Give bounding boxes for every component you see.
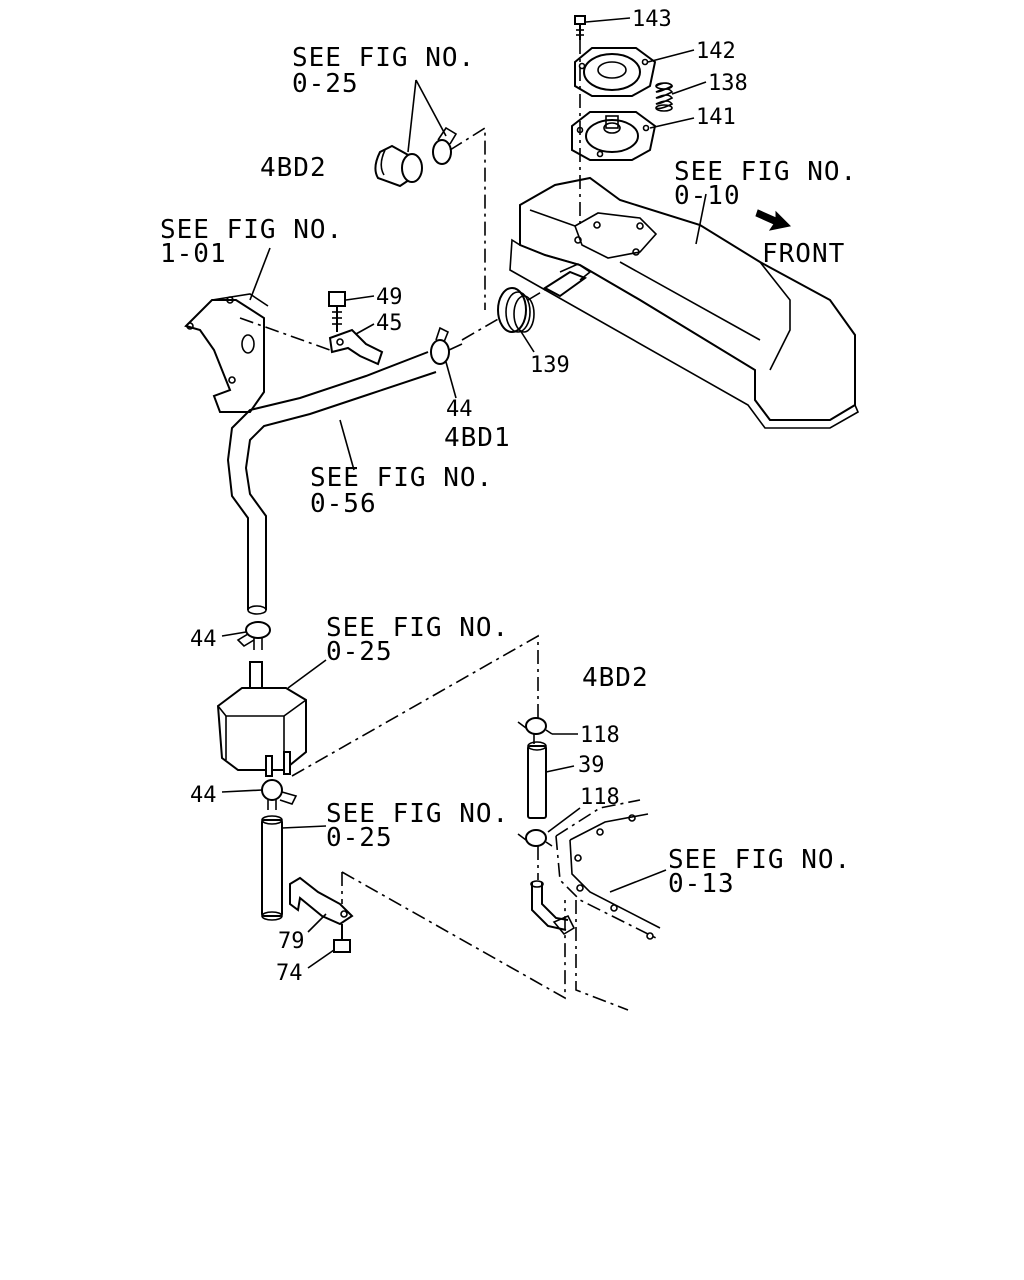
clamp-118-low — [517, 829, 553, 847]
leader-139-cover — [527, 287, 549, 301]
ref-0-10-line1: SEE FIG NO. — [674, 157, 857, 187]
leader-bracket-low — [341, 871, 566, 1000]
bracket-79 — [289, 876, 354, 926]
part-number-141: 141 — [696, 105, 736, 130]
part-number-49: 49 — [376, 285, 403, 310]
ref-0-25-top-line1: SEE FIG NO. — [292, 43, 475, 73]
leader-separator-right — [291, 634, 539, 777]
ref-0-13-line1: SEE FIG NO. — [668, 845, 851, 875]
engine-labels: 4BD2 4BD1 4BD2 FRONT — [260, 153, 845, 693]
leader-bracket — [239, 317, 331, 351]
part-number-138: 138 — [708, 71, 748, 96]
part-number-118-top: 118 — [580, 723, 620, 748]
ref-1-01-line1: SEE FIG NO. — [160, 215, 343, 245]
cover-plate-142 — [574, 47, 657, 97]
spring-138 — [655, 82, 674, 112]
hose-top-0-25 — [374, 126, 486, 310]
clamp-118-top — [517, 717, 553, 744]
part-number-44-mid: 44 — [190, 627, 217, 652]
clamp-44-top — [430, 326, 463, 365]
clamp-44-low — [261, 779, 298, 810]
ref-1-01-line2: 1-01 — [160, 239, 227, 269]
ref-0-56-line2: 0-56 — [310, 489, 377, 519]
part-number-79: 79 — [278, 929, 305, 954]
part-number-labels: 143 142 138 141 49 45 44 139 44 44 118 3… — [190, 7, 748, 986]
engine-label-4bd1: 4BD1 — [444, 423, 511, 453]
part-number-143: 143 — [632, 7, 672, 32]
ref-0-25-low-line1: SEE FIG NO. — [326, 799, 509, 829]
part-number-139: 139 — [530, 353, 570, 378]
oil-pan-0-13 — [555, 799, 661, 1011]
ref-0-25-mid-line2: 0-25 — [326, 637, 393, 667]
separator-0-25 — [216, 661, 307, 777]
elbow-pipe — [530, 880, 576, 936]
hose-0-56 — [226, 351, 437, 615]
ref-0-25-mid-line1: SEE FIG NO. — [326, 613, 509, 643]
part-number-44-top: 44 — [446, 397, 473, 422]
bracket-1-01 — [184, 293, 269, 413]
front-label: FRONT — [762, 239, 845, 269]
engine-label-4bd2-top: 4BD2 — [260, 153, 327, 183]
nut-74 — [333, 924, 351, 953]
bolt-49 — [328, 291, 346, 332]
clip-45 — [328, 328, 384, 366]
ref-0-25-top-line2: 0-25 — [292, 69, 359, 99]
engine-label-4bd2-right: 4BD2 — [582, 663, 649, 693]
grommet-139 — [497, 287, 535, 333]
ref-0-25-low-line2: 0-25 — [326, 823, 393, 853]
leader-lines — [221, 17, 707, 969]
diaphragm-141 — [571, 111, 657, 161]
reference-labels: SEE FIG NO. 0-25 SEE FIG NO. 1-01 SEE FI… — [160, 43, 857, 899]
screw-143 — [574, 15, 586, 40]
part-number-39: 39 — [578, 753, 605, 778]
ref-0-13-line2: 0-13 — [668, 869, 735, 899]
part-number-118-low: 118 — [580, 785, 620, 810]
pipe-39 — [527, 741, 547, 819]
leader-44-139 — [461, 317, 501, 341]
pipe-low — [261, 815, 283, 921]
ref-0-56-line1: SEE FIG NO. — [310, 463, 493, 493]
ref-0-10-line2: 0-10 — [674, 181, 741, 211]
rocker-cover — [509, 176, 860, 429]
part-number-45: 45 — [376, 311, 403, 336]
part-number-142: 142 — [696, 39, 736, 64]
part-number-44-low: 44 — [190, 783, 217, 808]
part-number-74: 74 — [276, 961, 303, 986]
clamp-44-mid — [236, 621, 271, 650]
front-arrow-icon — [755, 209, 792, 231]
breather-fitting — [543, 263, 592, 298]
